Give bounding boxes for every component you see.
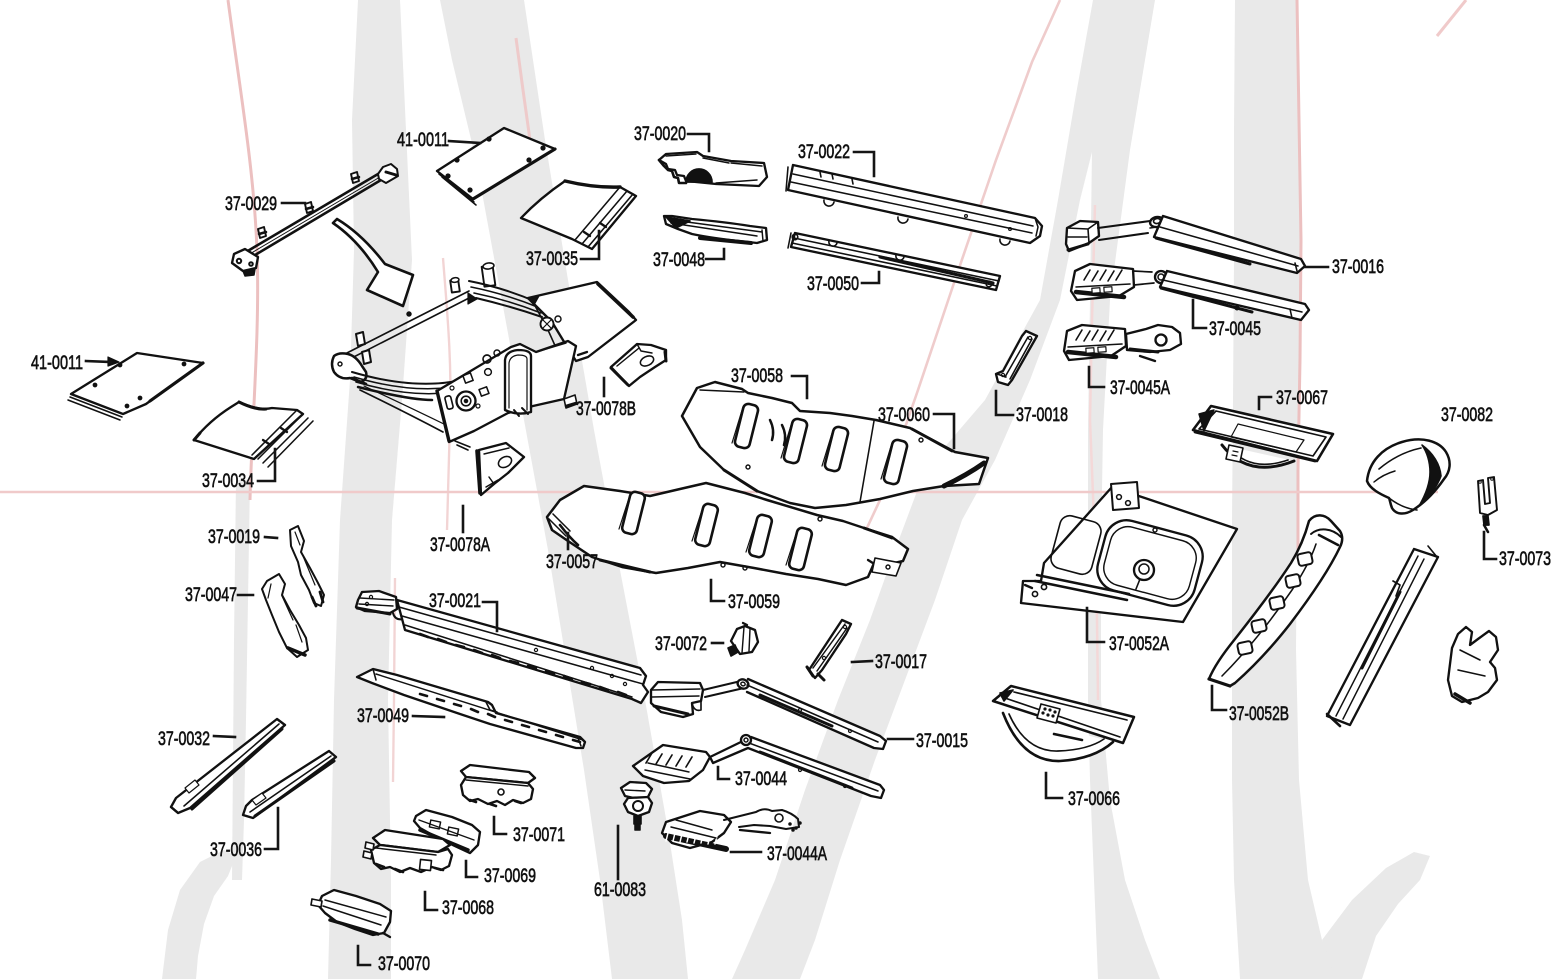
svg-text:37-0019: 37-0019 (208, 526, 260, 548)
svg-text:37-0015: 37-0015 (916, 730, 968, 752)
svg-text:37-0044A: 37-0044A (767, 843, 827, 865)
svg-text:37-0067: 37-0067 (1276, 387, 1328, 409)
svg-text:37-0052A: 37-0052A (1109, 633, 1169, 655)
svg-text:37-0070: 37-0070 (378, 953, 430, 975)
svg-text:37-0069: 37-0069 (484, 865, 536, 887)
svg-text:37-0032: 37-0032 (158, 728, 210, 750)
svg-text:37-0047: 37-0047 (185, 584, 237, 606)
svg-text:41-0011: 41-0011 (397, 129, 449, 151)
svg-text:37-0016: 37-0016 (1332, 256, 1384, 278)
svg-text:37-0057: 37-0057 (546, 551, 598, 573)
svg-text:37-0059: 37-0059 (728, 591, 780, 613)
svg-text:37-0029: 37-0029 (225, 193, 277, 215)
svg-text:37-0068: 37-0068 (442, 897, 494, 919)
svg-text:37-0021: 37-0021 (429, 590, 481, 612)
svg-text:37-0044: 37-0044 (735, 768, 787, 790)
svg-text:37-0073: 37-0073 (1499, 548, 1551, 570)
svg-text:37-0035: 37-0035 (526, 248, 578, 270)
svg-text:37-0060: 37-0060 (878, 404, 930, 426)
svg-text:37-0034: 37-0034 (202, 470, 254, 492)
svg-text:37-0082: 37-0082 (1441, 404, 1493, 426)
svg-text:37-0078B: 37-0078B (576, 398, 636, 420)
svg-text:37-0078A: 37-0078A (430, 534, 490, 556)
svg-text:37-0052B: 37-0052B (1229, 703, 1289, 725)
svg-text:37-0045: 37-0045 (1209, 318, 1261, 340)
svg-text:37-0050: 37-0050 (807, 273, 859, 295)
svg-text:37-0045A: 37-0045A (1110, 377, 1170, 399)
svg-text:37-0017: 37-0017 (875, 651, 927, 673)
svg-text:37-0036: 37-0036 (210, 839, 262, 861)
svg-text:37-0022: 37-0022 (798, 141, 850, 163)
svg-text:37-0049: 37-0049 (357, 705, 409, 727)
svg-text:37-0048: 37-0048 (653, 249, 705, 271)
svg-text:61-0083: 61-0083 (594, 879, 646, 901)
svg-text:37-0071: 37-0071 (513, 824, 565, 846)
svg-text:37-0072: 37-0072 (655, 633, 707, 655)
svg-text:37-0018: 37-0018 (1016, 404, 1068, 426)
svg-text:37-0066: 37-0066 (1068, 788, 1120, 810)
svg-text:41-0011: 41-0011 (31, 352, 83, 374)
svg-text:37-0020: 37-0020 (634, 123, 686, 145)
svg-text:37-0058: 37-0058 (731, 365, 783, 387)
